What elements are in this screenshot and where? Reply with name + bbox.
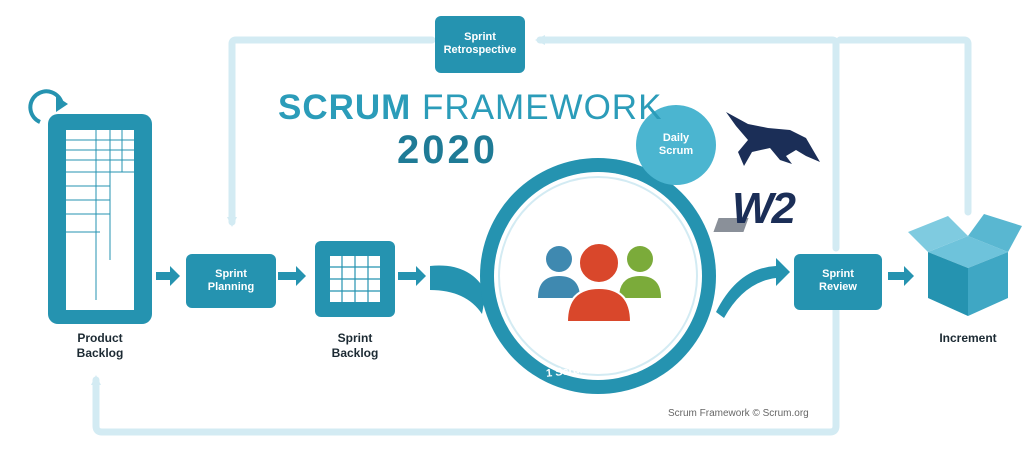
refresh-icon	[28, 89, 68, 124]
bottom-loop	[91, 296, 840, 436]
sprint-review-label: Sprint Review	[819, 268, 857, 293]
diagram-year: 2020	[397, 128, 498, 172]
feedback-loops	[91, 35, 972, 436]
team-icon	[538, 242, 661, 323]
daily-scrum-label: Daily Scrum	[658, 132, 694, 157]
increment-to-retro-loop	[836, 36, 972, 216]
diagram-title: SCRUM FRAMEWORK	[278, 88, 662, 128]
title-rest: FRAMEWORK	[411, 88, 663, 127]
product-backlog-label: Product Backlog	[76, 331, 124, 360]
review-to-retro-loop	[535, 35, 840, 252]
w2-logo-text: W2	[732, 184, 796, 233]
arrow-icon	[888, 266, 914, 286]
sprint-planning-label: Sprint Planning	[207, 268, 255, 293]
w2-logo: W2	[713, 184, 828, 234]
sprint-backlog-label: Sprint Backlog	[331, 331, 379, 360]
arrow-icon	[156, 266, 180, 286]
title-bold: SCRUM	[278, 88, 412, 127]
sprint-retrospective-label: Sprint Retrospective	[443, 31, 517, 56]
eagle-icon	[726, 112, 820, 166]
flow-arrows	[156, 266, 914, 286]
sprint-swoosh-in	[430, 265, 486, 314]
copyright-text: Scrum Framework © Scrum.org	[668, 408, 809, 419]
sprint-retrospective-box	[435, 16, 525, 73]
box-icon	[908, 214, 1022, 316]
sprint-backlog-icon	[315, 241, 395, 317]
sprint-planning-box	[186, 254, 276, 308]
arrow-icon	[398, 266, 426, 286]
product-backlog-icon	[48, 114, 152, 324]
sprint-swoosh-out	[716, 258, 790, 318]
retro-to-planning-loop	[227, 36, 436, 227]
daily-scrum-circle	[636, 105, 716, 185]
arrow-icon	[278, 266, 306, 286]
increment-label: Increment	[939, 331, 997, 345]
sprint-review-box	[794, 254, 882, 310]
